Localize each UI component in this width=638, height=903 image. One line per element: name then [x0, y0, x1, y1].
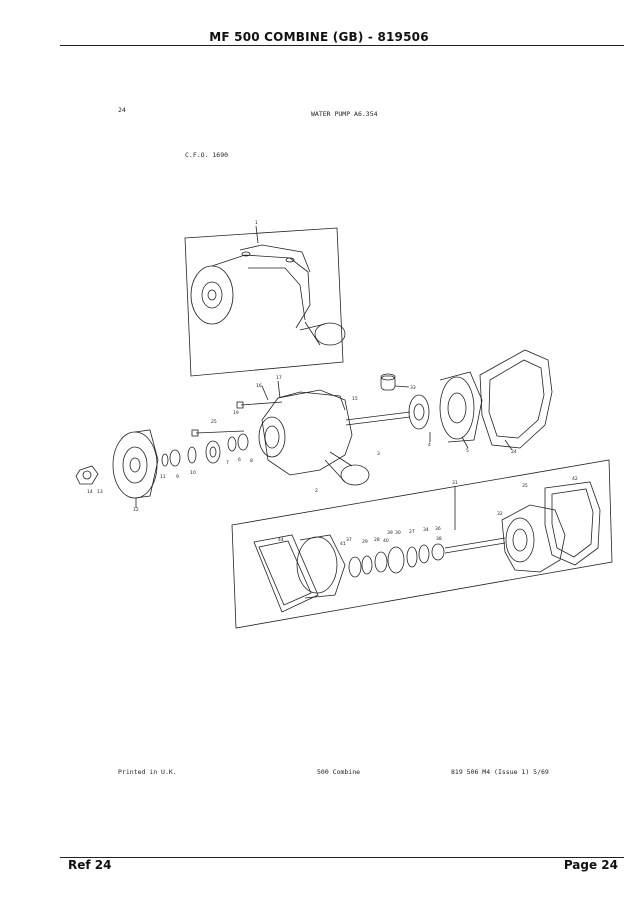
callout-37: 37: [346, 537, 352, 543]
footer-rule: [60, 857, 624, 858]
alternative-pump-inset-frame: [231, 459, 613, 629]
document-title: MF 500 COMBINE (GB) - 819506: [209, 30, 429, 44]
pulley-hub: [112, 431, 158, 499]
callout-5: 5: [466, 448, 469, 454]
callout-24: 24: [511, 449, 517, 455]
callout-6: 6: [238, 457, 241, 463]
callout-11: 11: [160, 474, 166, 480]
callout-39: 39: [387, 530, 393, 536]
callout-28: 28: [374, 537, 380, 543]
callout-17: 17: [276, 375, 282, 381]
callout-13: 13: [97, 489, 103, 495]
callout-15: 15: [352, 396, 358, 402]
gasket-top: [479, 349, 553, 449]
callout-42-right: 42: [572, 476, 578, 482]
callout-10: 10: [190, 470, 196, 476]
pump-body: [261, 389, 353, 476]
callout-8: 8: [250, 458, 253, 464]
plate-caption: WATER PUMP A6.354: [311, 110, 378, 118]
callout-14: 14: [87, 489, 93, 495]
gasket-right: [544, 481, 601, 566]
callout-36: 36: [435, 526, 441, 532]
callout-40: 40: [383, 538, 389, 544]
callout-33: 33: [410, 385, 416, 391]
model-name: 500 Combine: [317, 768, 361, 776]
cfo-number: C.F.O. 1690: [185, 151, 229, 159]
callout-31: 31: [452, 480, 458, 486]
callout-32: 32: [497, 511, 503, 517]
header-rule: [60, 45, 624, 46]
backplate: [439, 376, 475, 440]
printed-in-uk: Printed in U.K.: [118, 768, 177, 776]
callout-30: 30: [395, 530, 401, 536]
gasket-left: [253, 534, 319, 613]
page-label: Page 24: [563, 858, 618, 872]
callout-35: 35: [522, 483, 528, 489]
callout-25: 25: [211, 419, 217, 425]
part-issue-reference: 819 506 M4 (Issue 1) 5/69: [451, 768, 549, 776]
plate-number: 24: [118, 106, 126, 114]
callout-16: 16: [256, 383, 262, 389]
callout-12: 12: [133, 507, 139, 513]
pump-assembly-inset-frame: [184, 227, 344, 377]
callout-4: 4: [428, 442, 431, 448]
ref-label: Ref 24: [68, 858, 112, 872]
callout-19: 19: [233, 410, 239, 416]
callout-34: 34: [423, 527, 429, 533]
callout-29: 29: [362, 539, 368, 545]
callout-41: 41: [340, 541, 346, 547]
callout-7: 7: [226, 460, 229, 466]
callout-27: 27: [409, 529, 415, 535]
callout-2: 2: [315, 488, 318, 494]
callout-38: 38: [436, 536, 442, 542]
callout-9: 9: [176, 474, 179, 480]
callout-44: 44: [278, 537, 284, 543]
callout-1: 1: [255, 220, 258, 226]
callout-3: 3: [377, 451, 380, 457]
